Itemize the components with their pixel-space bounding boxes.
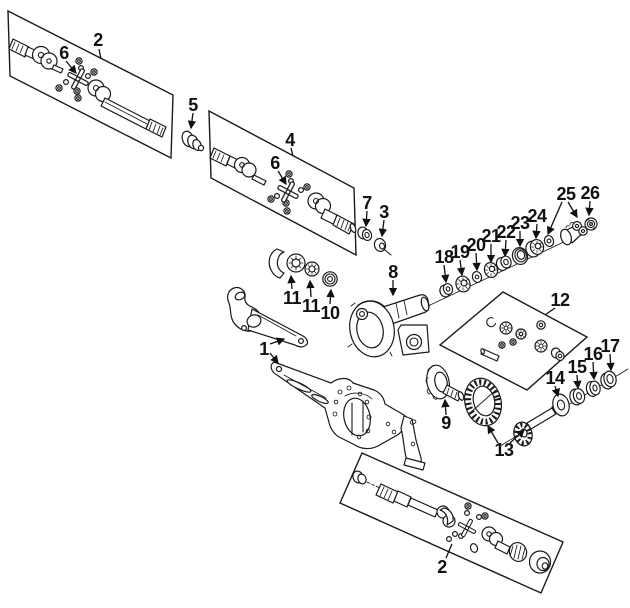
callout-label-22: 22: [496, 222, 516, 242]
callout-leader-line: [326, 288, 335, 305]
differential-internal-kit: [438, 291, 589, 391]
callout-leader-line: [290, 147, 294, 157]
upper-halfshaft-kit: [7, 9, 174, 160]
lower-halfshaft-assembly: [352, 470, 552, 574]
callout-label-15: 15: [567, 357, 587, 377]
callout-label-20: 20: [466, 235, 486, 255]
middle-halfshaft-kit: [208, 109, 357, 257]
callout-leader-line: [567, 201, 578, 219]
callout-label-1: 1: [259, 339, 269, 359]
callout-leader-line: [362, 210, 371, 228]
callout-leader-line: [544, 307, 556, 316]
callout-label-2: 2: [437, 557, 447, 577]
callout-leader-line: [65, 60, 77, 74]
callout-label-11: 11: [302, 296, 321, 316]
callout-label-26: 26: [580, 183, 600, 203]
middle-halfshaft-assembly: [209, 147, 357, 235]
seal-7: [357, 226, 373, 242]
callout-leader-line: [269, 337, 286, 346]
differential-internal-kit-parts: [480, 317, 565, 362]
callout-leader-line: [573, 374, 582, 390]
callout-leader-line: [98, 48, 102, 60]
callout-label-17: 17: [600, 336, 620, 356]
pinion-end-yoke: [560, 221, 588, 246]
callout-leader-line: [585, 200, 594, 217]
callout-label-19: 19: [450, 242, 470, 262]
callout-leader-line: [277, 170, 287, 186]
spindle-clamp-and-bearings: [268, 248, 338, 287]
axle-pivot-bracket: [227, 286, 309, 348]
callout-label-21: 21: [481, 226, 501, 246]
callout-leader-line: [509, 429, 525, 444]
callout-label-8: 8: [388, 262, 398, 282]
callout-leader-line: [440, 264, 450, 284]
callout-leader-line: [287, 274, 296, 290]
callout-label-12: 12: [550, 290, 570, 310]
callout-label-10: 10: [320, 303, 340, 323]
differential-case: [425, 364, 465, 402]
callout-leader-line: [501, 239, 510, 258]
axle-arm-housing: [270, 361, 426, 471]
callout-leader-line: [472, 252, 481, 272]
callout-label-14: 14: [545, 368, 565, 388]
callout-label-6: 6: [59, 43, 69, 63]
pinion-washer-set: [552, 370, 617, 417]
pinion-shim-stack: [427, 231, 586, 307]
axle-shaft-seal-5: [181, 130, 205, 152]
callout-leader-line: [532, 223, 541, 240]
callout-label-18: 18: [434, 247, 454, 267]
callout-leader-line: [551, 385, 560, 398]
callout-label-13: 13: [494, 440, 514, 460]
callout-label-9: 9: [441, 413, 451, 433]
callout-label-3: 3: [379, 202, 389, 222]
seal-3: [373, 237, 392, 256]
callout-leader-line: [269, 352, 279, 364]
callout-leader-line: [456, 259, 466, 277]
callout-leader-line: [187, 112, 197, 130]
upper-halfshaft-assembly: [8, 38, 167, 138]
callout-label-16: 16: [583, 344, 603, 364]
callout-leader-line: [606, 353, 615, 372]
callout-leader-line: [306, 279, 315, 298]
callout-label-2: 2: [93, 30, 103, 50]
callout-leader-line: [547, 201, 563, 236]
callout-label-11: 11: [283, 288, 302, 308]
callout-label-25: 25: [556, 184, 576, 204]
callout-label-24: 24: [527, 206, 547, 226]
callout-leader-line: [487, 424, 499, 444]
differential-carrier-housing: [347, 294, 430, 358]
lower-halfshaft-kit: [339, 452, 564, 594]
pinion-nut: [584, 217, 598, 231]
callout-label-23: 23: [510, 213, 530, 233]
callout-label-5: 5: [188, 95, 198, 115]
callout-label-7: 7: [362, 193, 372, 213]
callout-leader-line: [441, 398, 450, 416]
callout-label-6: 6: [270, 153, 280, 173]
callout-leader-line: [589, 361, 598, 381]
callout-leader-line: [445, 543, 453, 559]
callout-leader-line: [378, 219, 388, 238]
callout-label-4: 4: [285, 130, 295, 150]
